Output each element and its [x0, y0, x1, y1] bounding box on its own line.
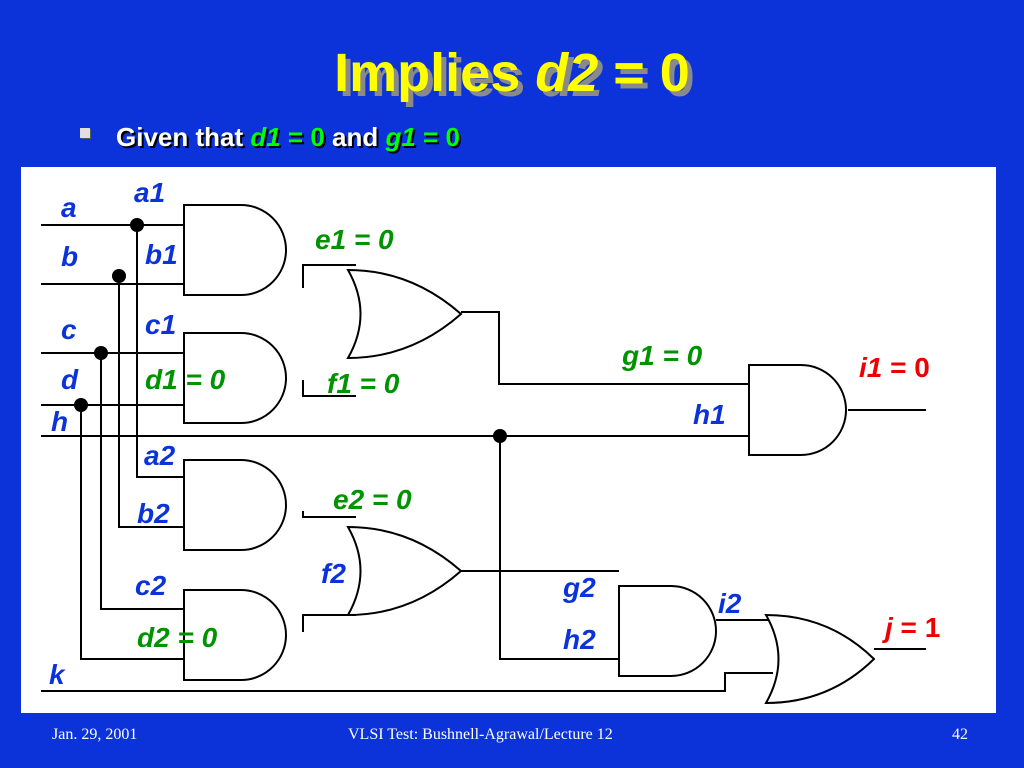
- wire-a2: [136, 225, 184, 478]
- and-gate-f1: [183, 332, 287, 424]
- slide-title: Implies d2 = 0: [0, 38, 1024, 108]
- wire-e2: [302, 511, 356, 518]
- label-a1: a1: [134, 177, 165, 208]
- wires: [41, 224, 926, 692]
- label-j: j = 1: [881, 612, 940, 643]
- label-e1: e1 = 0: [315, 224, 394, 255]
- label-k: k: [49, 659, 66, 690]
- label-h2: h2: [563, 624, 596, 655]
- circuit-panel: a b c d h k a1 b1 c1 d1 = 0 a2 b2 c2 d2 …: [21, 167, 996, 713]
- junction-h: [493, 429, 507, 443]
- bullet-prefix: Given that: [116, 122, 251, 152]
- wire-g1: [461, 311, 749, 385]
- wire-b2: [118, 276, 184, 528]
- title-var: d2: [535, 43, 599, 103]
- label-b2: b2: [137, 498, 170, 529]
- wire-k: [41, 672, 773, 692]
- or-gate-j: [764, 613, 876, 705]
- label-f1: f1 = 0: [327, 368, 400, 399]
- label-c2: c2: [135, 570, 167, 601]
- and-gate-i1: [748, 364, 847, 456]
- junction-d: [74, 398, 88, 412]
- label-f2: f2: [321, 558, 346, 589]
- label-b1: b1: [145, 239, 178, 270]
- label-d2: d2 = 0: [137, 622, 218, 653]
- wire-e1: [302, 264, 356, 288]
- wire-h2: [499, 436, 619, 660]
- bullet-mid: and: [324, 122, 386, 152]
- label-c1: c1: [145, 309, 176, 340]
- junction-c: [94, 346, 108, 360]
- label-g1: g1 = 0: [621, 340, 703, 371]
- wire-d2: [80, 405, 184, 660]
- bullet-var2: g1: [385, 122, 416, 152]
- and-gate-e2: [183, 459, 287, 551]
- bullet-eq2: = 0: [415, 122, 460, 152]
- bullet-line: Given that d1 = 0 and g1 = 0: [80, 122, 460, 153]
- label-h: h: [51, 406, 68, 437]
- label-c: c: [61, 314, 77, 345]
- gates: [183, 204, 876, 705]
- label-h1: h1: [693, 399, 726, 430]
- junction-a: [130, 218, 144, 232]
- footer-course: VLSI Test: Bushnell-Agrawal/Lecture 12: [348, 726, 613, 743]
- or-gate-g1: [346, 268, 463, 360]
- footer-date: Jan. 29, 2001: [52, 726, 138, 743]
- label-i1: i1 = 0: [859, 352, 930, 383]
- label-d: d: [61, 364, 79, 395]
- wire-f1: [302, 380, 356, 397]
- label-i2: i2: [718, 588, 742, 619]
- label-i1-val: = 0: [882, 352, 929, 383]
- title-rest: = 0: [598, 43, 690, 103]
- or-gate-g2: [346, 525, 463, 617]
- circuit-diagram: a b c d h k a1 b1 c1 d1 = 0 a2 b2 c2 d2 …: [41, 177, 940, 705]
- footer-page-number: 42: [952, 726, 968, 743]
- and-gate-e1: [183, 204, 287, 296]
- bullet-eq1: = 0: [280, 122, 325, 152]
- label-g2: g2: [562, 572, 596, 603]
- wire-c2: [100, 353, 184, 610]
- label-i1-var: i1: [859, 352, 882, 383]
- and-gate-i2: [618, 585, 717, 677]
- label-j-var: j: [881, 612, 894, 643]
- junction-dots: [74, 218, 507, 443]
- label-a: a: [61, 192, 77, 223]
- title-text: Implies: [334, 43, 536, 103]
- bullet-square-icon: [80, 128, 90, 139]
- label-d1: d1 = 0: [145, 364, 226, 395]
- wire-f2: [302, 614, 356, 632]
- label-e2: e2 = 0: [333, 484, 412, 515]
- bullet-var1: d1: [250, 122, 281, 152]
- label-j-val: = 1: [893, 612, 940, 643]
- and-gate-f2: [183, 589, 287, 681]
- label-a2: a2: [144, 440, 176, 471]
- junction-b: [112, 269, 126, 283]
- label-b: b: [61, 241, 78, 272]
